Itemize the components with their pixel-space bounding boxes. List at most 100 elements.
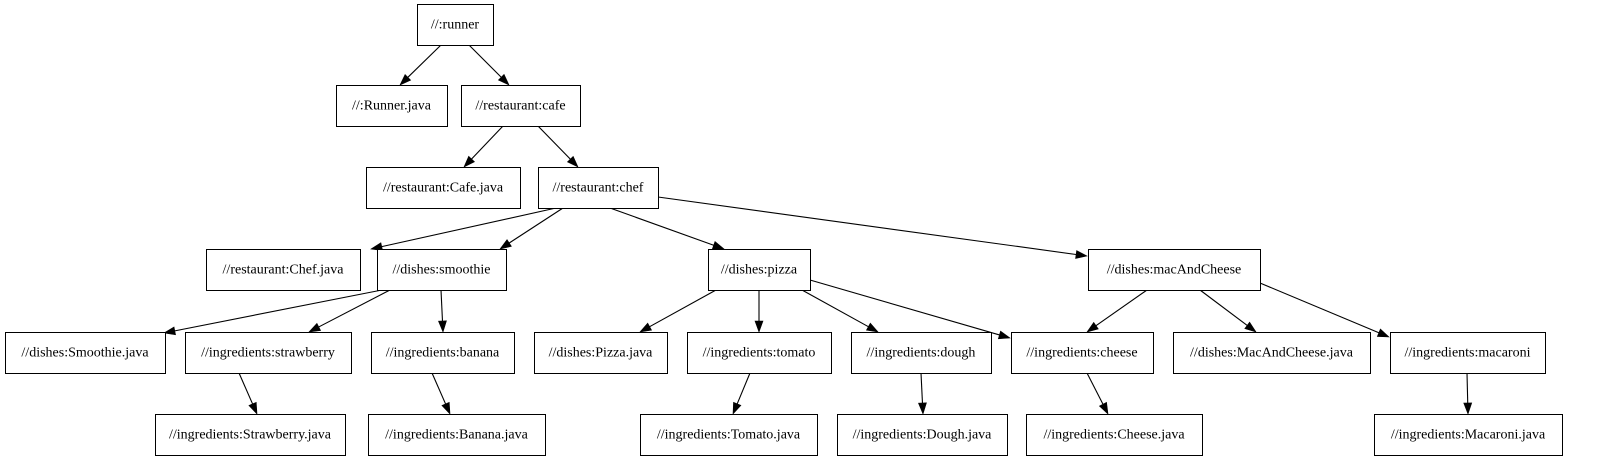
arrowhead-icon [163,326,176,336]
graph-edge [308,289,391,333]
arrowhead-icon [1376,328,1390,338]
edge-line [920,372,924,404]
graph-node-ing_tomato[interactable]: //ingredients:tomato [687,332,832,374]
graph-edge [438,289,447,333]
graph-edge [1463,372,1473,415]
arrowhead-icon [1086,321,1099,333]
graph-node-ing_banana[interactable]: //ingredients:banana [371,332,515,374]
edge-line [381,207,557,248]
node-label: //restaurant:cafe [475,99,565,114]
graph-edge [1086,372,1109,415]
node-box [368,414,546,456]
graph-edge [463,125,504,168]
edge-line [431,372,447,405]
edge-line [440,289,444,322]
edge-line [1095,289,1148,327]
node-label: //dishes:MacAndCheese.java [1190,346,1354,361]
edge-line [471,125,504,160]
node-box [417,4,494,46]
graph-node-dishes_mac[interactable]: //dishes:macAndCheese [1088,249,1261,291]
edge-line [1199,289,1248,326]
graph-node-cafe_java[interactable]: //restaurant:Cafe.java [366,167,521,209]
edge-line [508,207,564,244]
node-box [336,85,448,127]
node-label: //:runner [431,18,480,33]
node-box [1374,414,1563,456]
node-box [851,332,992,374]
edge-line [407,44,442,78]
graph-node-chef_java[interactable]: //restaurant:Chef.java [206,249,361,291]
node-label: //ingredients:Cheese.java [1043,428,1185,443]
node-box [185,332,352,374]
node-label: //ingredients:tomato [703,346,816,361]
graph-edge [431,372,451,415]
node-box [1390,332,1546,374]
node-box [640,414,818,456]
graph-node-restaurant_chef[interactable]: //restaurant:chef [538,167,659,209]
graph-node-ing_strawberry[interactable]: //ingredients:strawberry [185,332,352,374]
edges-layer [163,44,1473,415]
node-label: //dishes:smoothie [393,263,491,278]
node-label: //dishes:macAndCheese [1107,263,1242,278]
arrowhead-icon [918,402,927,415]
node-label: //restaurant:Chef.java [223,263,345,278]
graph-node-macaroni_java[interactable]: //ingredients:Macaroni.java [1374,414,1563,456]
edge-line [238,372,254,405]
edge-line [318,289,391,328]
arrowhead-icon [865,322,879,333]
graph-node-dishes_smoothie[interactable]: //dishes:smoothie [377,249,507,291]
arrowhead-icon [566,155,579,168]
graph-node-runner_java[interactable]: //:Runner.java [336,85,448,127]
node-box [371,332,515,374]
graph-node-ing_dough[interactable]: //ingredients:dough [851,332,992,374]
graph-node-cheese_java[interactable]: //ingredients:Cheese.java [1026,414,1203,456]
node-label: //ingredients:Banana.java [385,428,528,443]
node-label: //ingredients:strawberry [201,346,335,361]
node-label: //dishes:Smoothie.java [21,346,149,361]
node-box [1088,249,1261,291]
node-label: //dishes:pizza [721,263,798,278]
edge-line [649,289,717,328]
arrowhead-icon [248,401,258,415]
arrowhead-icon [441,401,451,415]
graph-edge [1259,282,1390,338]
node-label: //:Runner.java [352,99,432,114]
graph-node-tomato_java[interactable]: //ingredients:Tomato.java [640,414,818,456]
graph-node-ing_macaroni[interactable]: //ingredients:macaroni [1390,332,1546,374]
graph-node-strawberry_java[interactable]: //ingredients:Strawberry.java [155,414,346,456]
node-label: //ingredients:dough [867,346,976,361]
node-box [534,332,668,374]
graph-node-pizza_java[interactable]: //dishes:Pizza.java [534,332,668,374]
graph-node-runner[interactable]: //:runner [417,4,494,46]
graph-node-dough_java[interactable]: //ingredients:Dough.java [837,414,1008,456]
node-label: //ingredients:cheese [1026,346,1137,361]
edge-line [1086,372,1104,405]
graph-node-ing_cheese[interactable]: //ingredients:cheese [1011,332,1154,374]
graph-edge [657,196,1088,259]
graph-node-restaurant_cafe[interactable]: //restaurant:cafe [461,85,581,127]
arrowhead-icon [754,320,764,333]
edge-line [468,44,502,78]
node-label: //dishes:Pizza.java [549,346,654,361]
node-label: //ingredients:Dough.java [853,428,993,443]
node-box [1026,414,1203,456]
arrowhead-icon [370,242,383,251]
graph-edge [801,289,879,333]
edge-line [1466,372,1469,404]
graph-node-banana_java[interactable]: //ingredients:Banana.java [368,414,546,456]
node-label: //ingredients:Strawberry.java [169,428,332,443]
node-label: //ingredients:Macaroni.java [1391,428,1546,443]
graph-edge [754,290,764,333]
graph-edge [918,372,927,415]
graph-node-dishes_pizza[interactable]: //dishes:pizza [708,249,811,291]
graph-node-smoothie_java[interactable]: //dishes:Smoothie.java [5,332,166,374]
node-box [708,249,811,291]
edge-line [609,207,714,246]
node-box [206,249,361,291]
node-box [1173,332,1371,374]
graph-edge [732,372,751,415]
node-label: //ingredients:banana [386,346,500,361]
graph-node-mac_java[interactable]: //dishes:MacAndCheese.java [1173,332,1371,374]
arrowhead-icon [1075,250,1088,259]
